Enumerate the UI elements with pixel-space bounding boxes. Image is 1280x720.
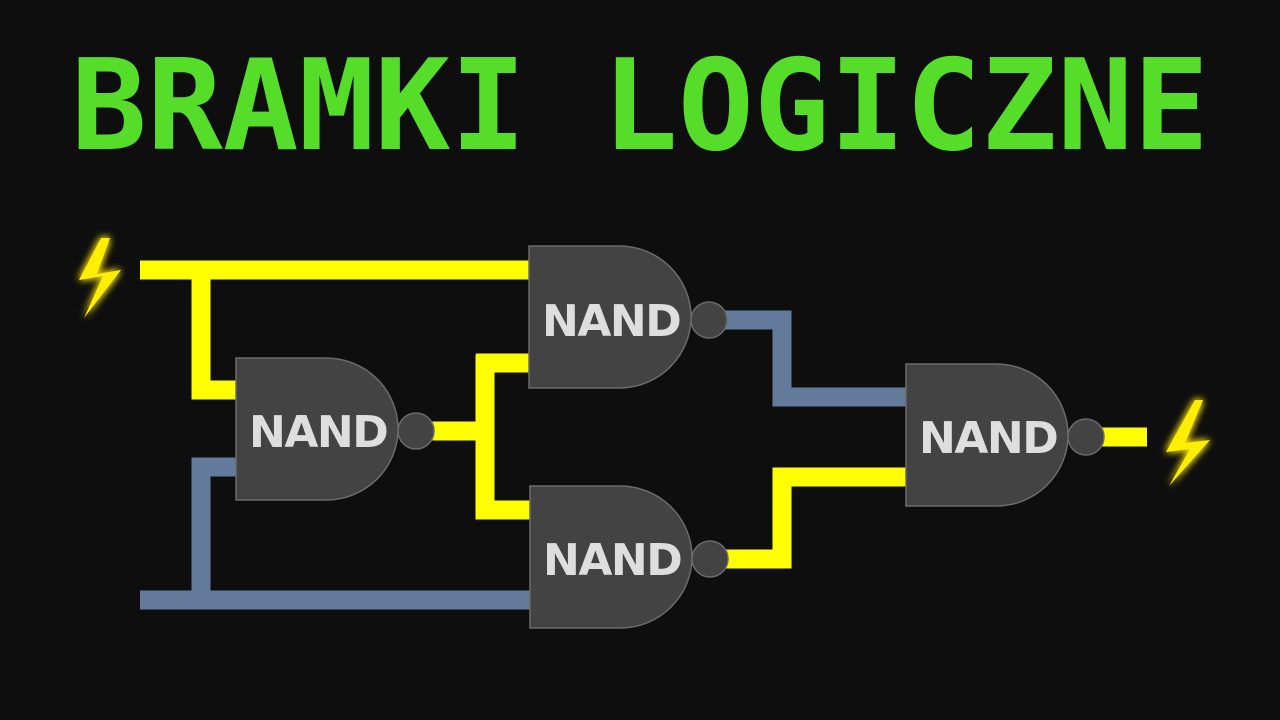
gate-label: NAND	[919, 413, 1057, 464]
gate-label: NAND	[249, 407, 387, 458]
inverter-bubble	[1067, 418, 1105, 456]
gate-label: NAND	[542, 296, 680, 347]
nand-gate-3: NAND	[529, 485, 729, 629]
gate-label: NAND	[543, 535, 681, 586]
wire-gate-3-to-gate-4	[722, 467, 908, 569]
inverter-bubble	[397, 412, 435, 450]
nand-gate-1: NAND	[235, 357, 435, 501]
lightning-icon	[79, 238, 121, 318]
wire-input-a-to-gate-1	[191, 270, 238, 400]
wire-gate-1-to-gates-2-3	[430, 353, 532, 520]
lightning-icon	[1166, 400, 1210, 486]
wire-input-b-to-gate-1	[191, 457, 238, 600]
nand-gate-2: NAND	[528, 245, 728, 389]
inverter-bubble	[690, 301, 728, 339]
wire-gate-2-to-gate-4	[722, 310, 908, 407]
page-title: BRAMKI LOGICZNE	[71, 32, 1209, 179]
inverter-bubble	[691, 540, 729, 578]
nand-gate-4: NAND	[905, 363, 1105, 507]
